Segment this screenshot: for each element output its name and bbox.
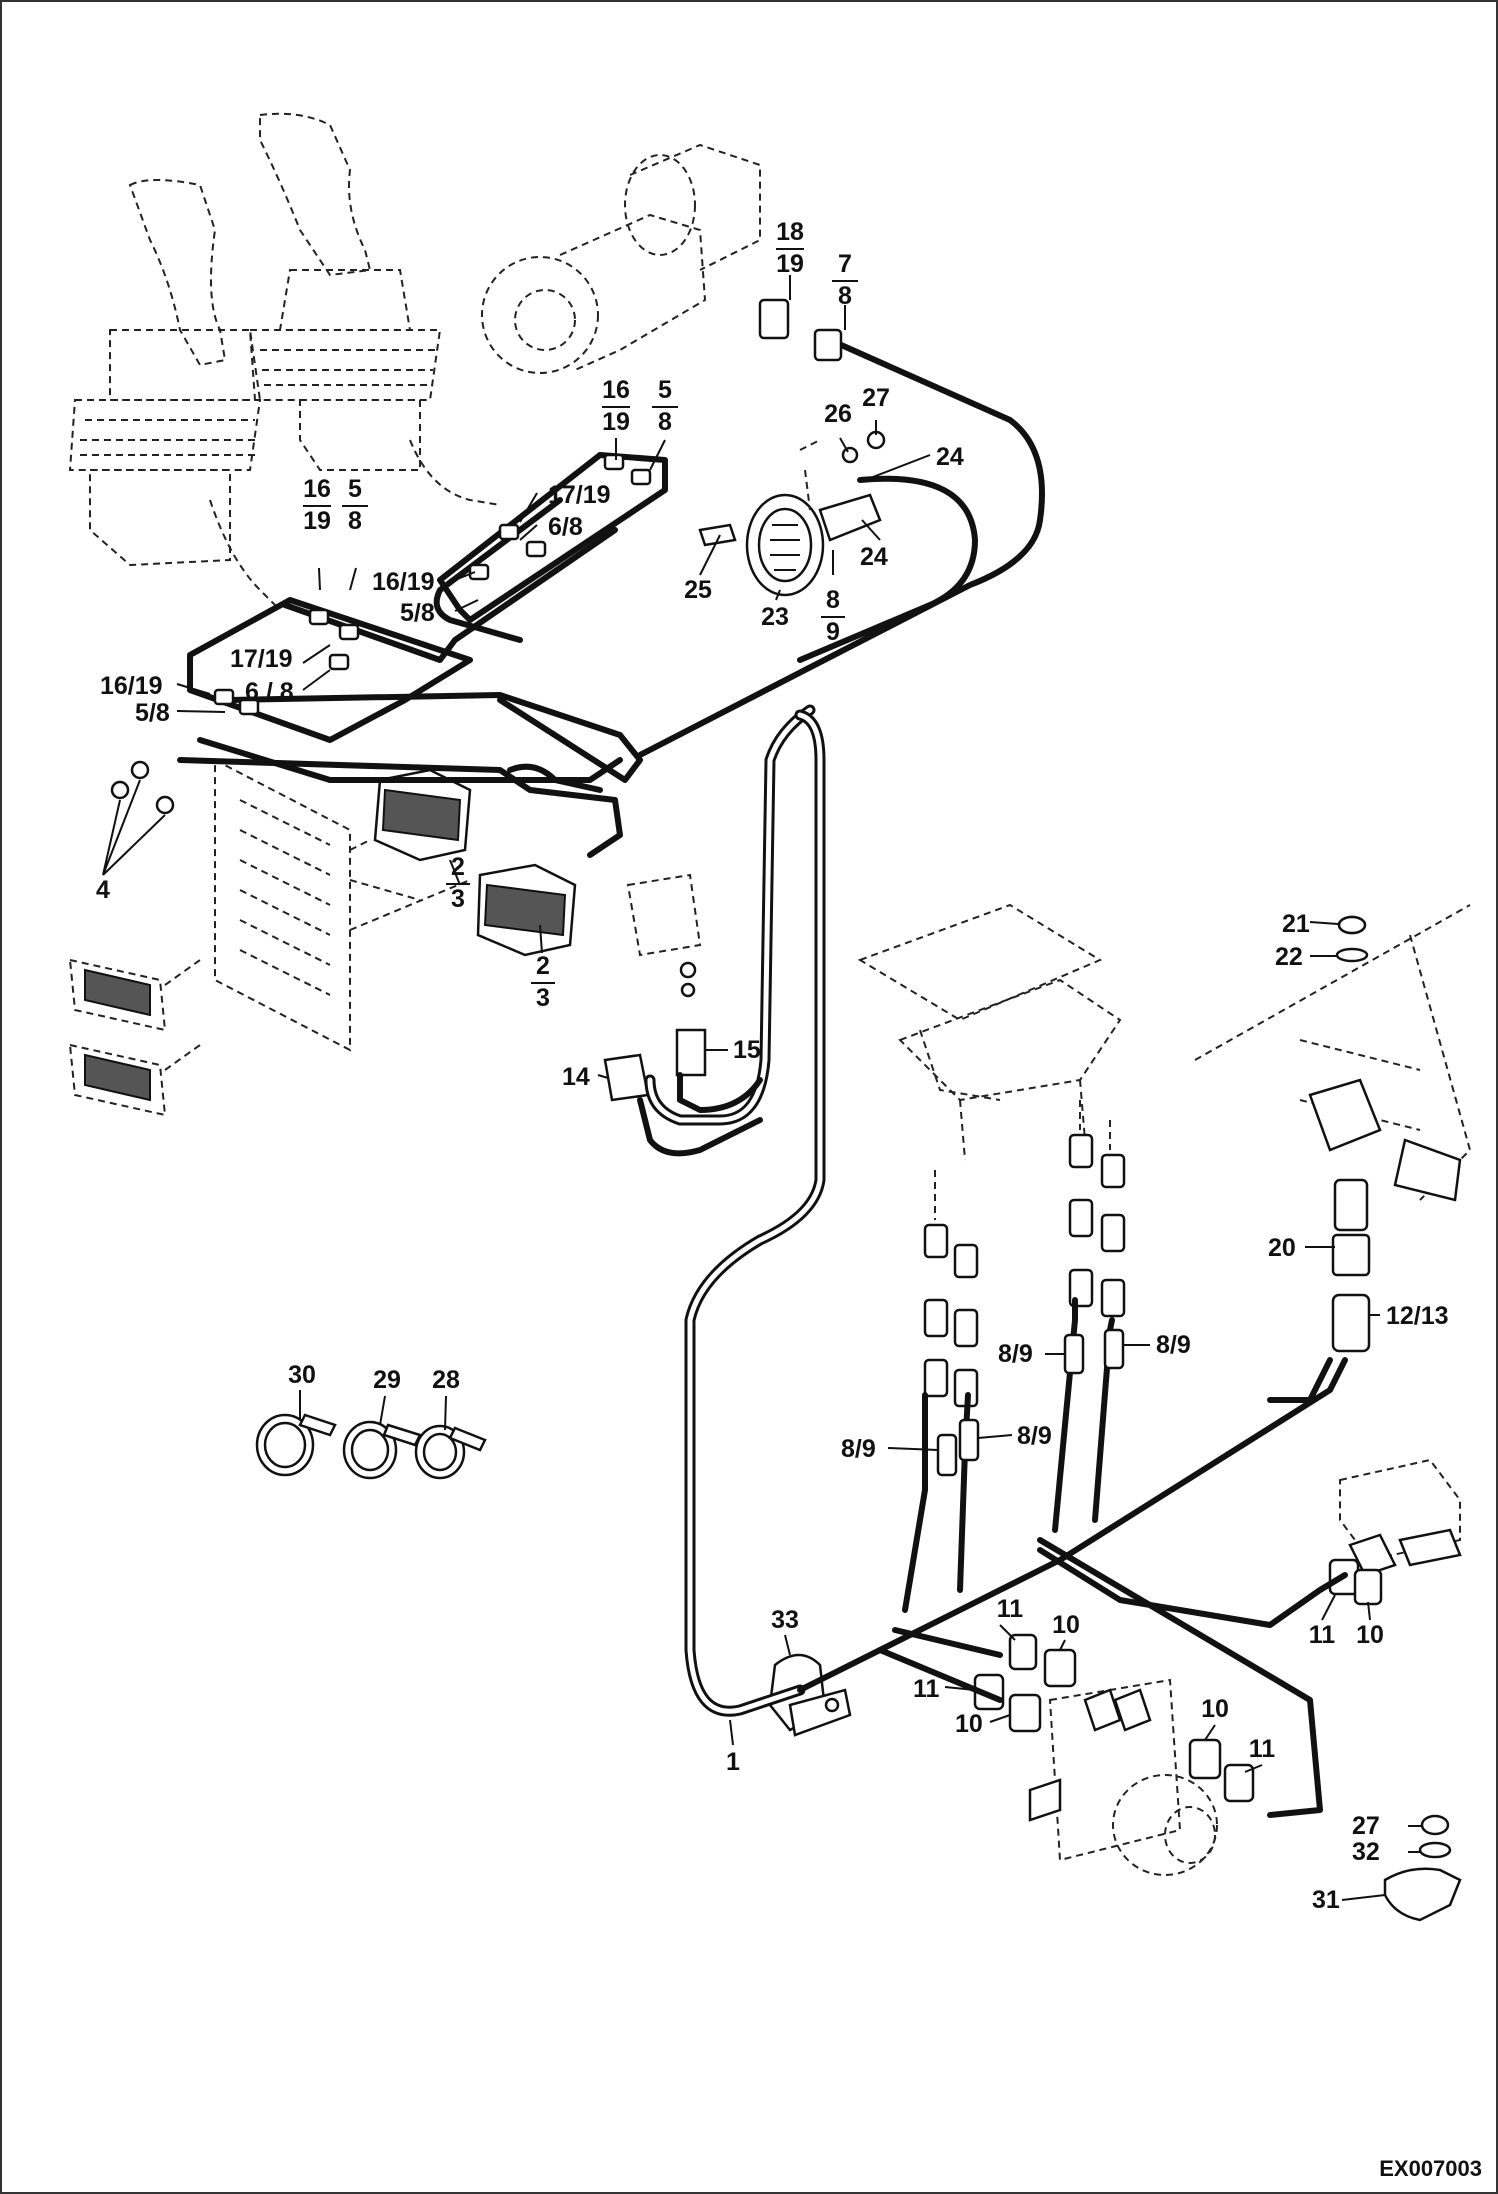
nut-washer-top: [1337, 915, 1367, 935]
callout-6-8-b: 6 / 8: [245, 678, 294, 706]
callout-10-c: 10: [1201, 1695, 1229, 1723]
callout-labels: 18 19 7 8 16 19 5 8 26 27 24 24 25 23 8 …: [96, 218, 1482, 2181]
callout-16-19-b-num: 16: [303, 475, 331, 503]
wiring-harness: [177, 337, 1348, 1818]
callout-30: 30: [288, 1361, 316, 1389]
callout-18-19-num: 18: [776, 218, 804, 246]
callout-16-19-d: 16/19: [100, 672, 163, 700]
callout-17-19-a: 17/19: [548, 481, 611, 509]
callout-7-8-top-den: 8: [838, 282, 852, 310]
seat-icon: [857, 903, 1122, 1161]
callout-12-13: 12/13: [1386, 1302, 1449, 1330]
callout-5-8-b-den: 8: [348, 507, 362, 535]
callout-28: 28: [432, 1366, 460, 1394]
callout-1: 1: [726, 1748, 740, 1776]
callout-29: 29: [373, 1366, 401, 1394]
fuse-panel-icon: [214, 758, 471, 1052]
callout-5-8-a-den: 8: [658, 408, 672, 436]
callout-8-9-frac-num: 8: [826, 586, 840, 614]
seat-switches: [923, 1100, 1126, 1408]
blower-motor-icon: [481, 143, 761, 374]
callout-5-8-b-num: 5: [348, 475, 362, 503]
callout-5-8-d: 5/8: [135, 699, 170, 727]
callout-24-b: 24: [860, 543, 888, 571]
callout-10-d: 10: [1356, 1621, 1384, 1649]
callout-14: 14: [562, 1063, 590, 1091]
callout-33: 33: [771, 1606, 799, 1634]
callout-16-19-a-den: 19: [602, 408, 630, 436]
cable-tie-icon: [255, 1413, 487, 1480]
nut-washer-stack: [1383, 1814, 1462, 1922]
joystick-right-icon: [248, 112, 501, 506]
callout-23: 23: [761, 603, 789, 631]
callout-31: 31: [1312, 1886, 1340, 1914]
callout-16-19-c: 16/19: [372, 568, 435, 596]
harness-plugs: [110, 298, 1125, 1477]
callout-8-9-b: 8/9: [1156, 1331, 1191, 1359]
joystick-left-icon: [68, 179, 281, 611]
callout-20: 20: [1268, 1234, 1296, 1262]
callout-11-c: 11: [1249, 1735, 1276, 1763]
leader-lines: [102, 275, 1422, 1901]
callout-16-19-b-den: 19: [303, 507, 331, 535]
callout-15: 15: [733, 1036, 761, 1064]
callout-21: 21: [1282, 910, 1310, 938]
callout-25: 25: [684, 576, 712, 604]
callout-32: 32: [1352, 1838, 1380, 1866]
callout-8-9-c: 8/9: [841, 1435, 876, 1463]
callout-8-9-frac-den: 9: [826, 618, 840, 646]
callout-2-3-a-den: 3: [451, 885, 465, 913]
callout-2-3-b-num: 2: [536, 952, 550, 980]
callout-18-19-den: 19: [776, 250, 804, 278]
callout-24-a: 24: [936, 443, 964, 471]
callout-5-8-a-num: 5: [658, 376, 672, 404]
valve-accumulator: [1028, 1678, 1218, 1876]
lower-right-module: [1339, 1458, 1462, 1577]
callout-8-9-d: 8/9: [1017, 1422, 1052, 1450]
callout-2-3-a-num: 2: [451, 853, 465, 881]
pressure-switch-20: [1331, 1178, 1371, 1353]
callout-16-19-a-num: 16: [602, 376, 630, 404]
callout-5-8-c: 5/8: [400, 599, 435, 627]
callout-7-8-top-num: 7: [838, 250, 852, 278]
connector-block-upper: [373, 768, 472, 862]
callout-11-a: 11: [997, 1595, 1024, 1623]
callout-26: 26: [824, 400, 852, 428]
callout-6-8-a: 6/8: [548, 513, 583, 541]
pedal-assembly: [1194, 904, 1472, 1202]
callout-2-3-b-den: 3: [536, 984, 550, 1012]
callout-10-a: 10: [1052, 1611, 1080, 1639]
callout-10-b: 10: [955, 1710, 983, 1738]
left-connectors: [68, 958, 201, 1117]
callout-4: 4: [96, 876, 110, 904]
callout-8-9-a: 8/9: [998, 1340, 1033, 1368]
relay-icon: [603, 873, 707, 1102]
callout-17-19-b: 17/19: [230, 645, 293, 673]
callout-27-b: 27: [1352, 1812, 1380, 1840]
horn-icon: [698, 430, 886, 597]
callout-11-d: 11: [1309, 1621, 1336, 1649]
callout-27-a: 27: [862, 384, 890, 412]
callout-11-b: 11: [913, 1675, 940, 1703]
connector-block-lower: [476, 863, 577, 957]
plug-connectors: [973, 1558, 1383, 1803]
callout-22: 22: [1275, 943, 1303, 971]
fraction-bars: [303, 248, 858, 984]
figure-code: EX007003: [1379, 2156, 1482, 2181]
